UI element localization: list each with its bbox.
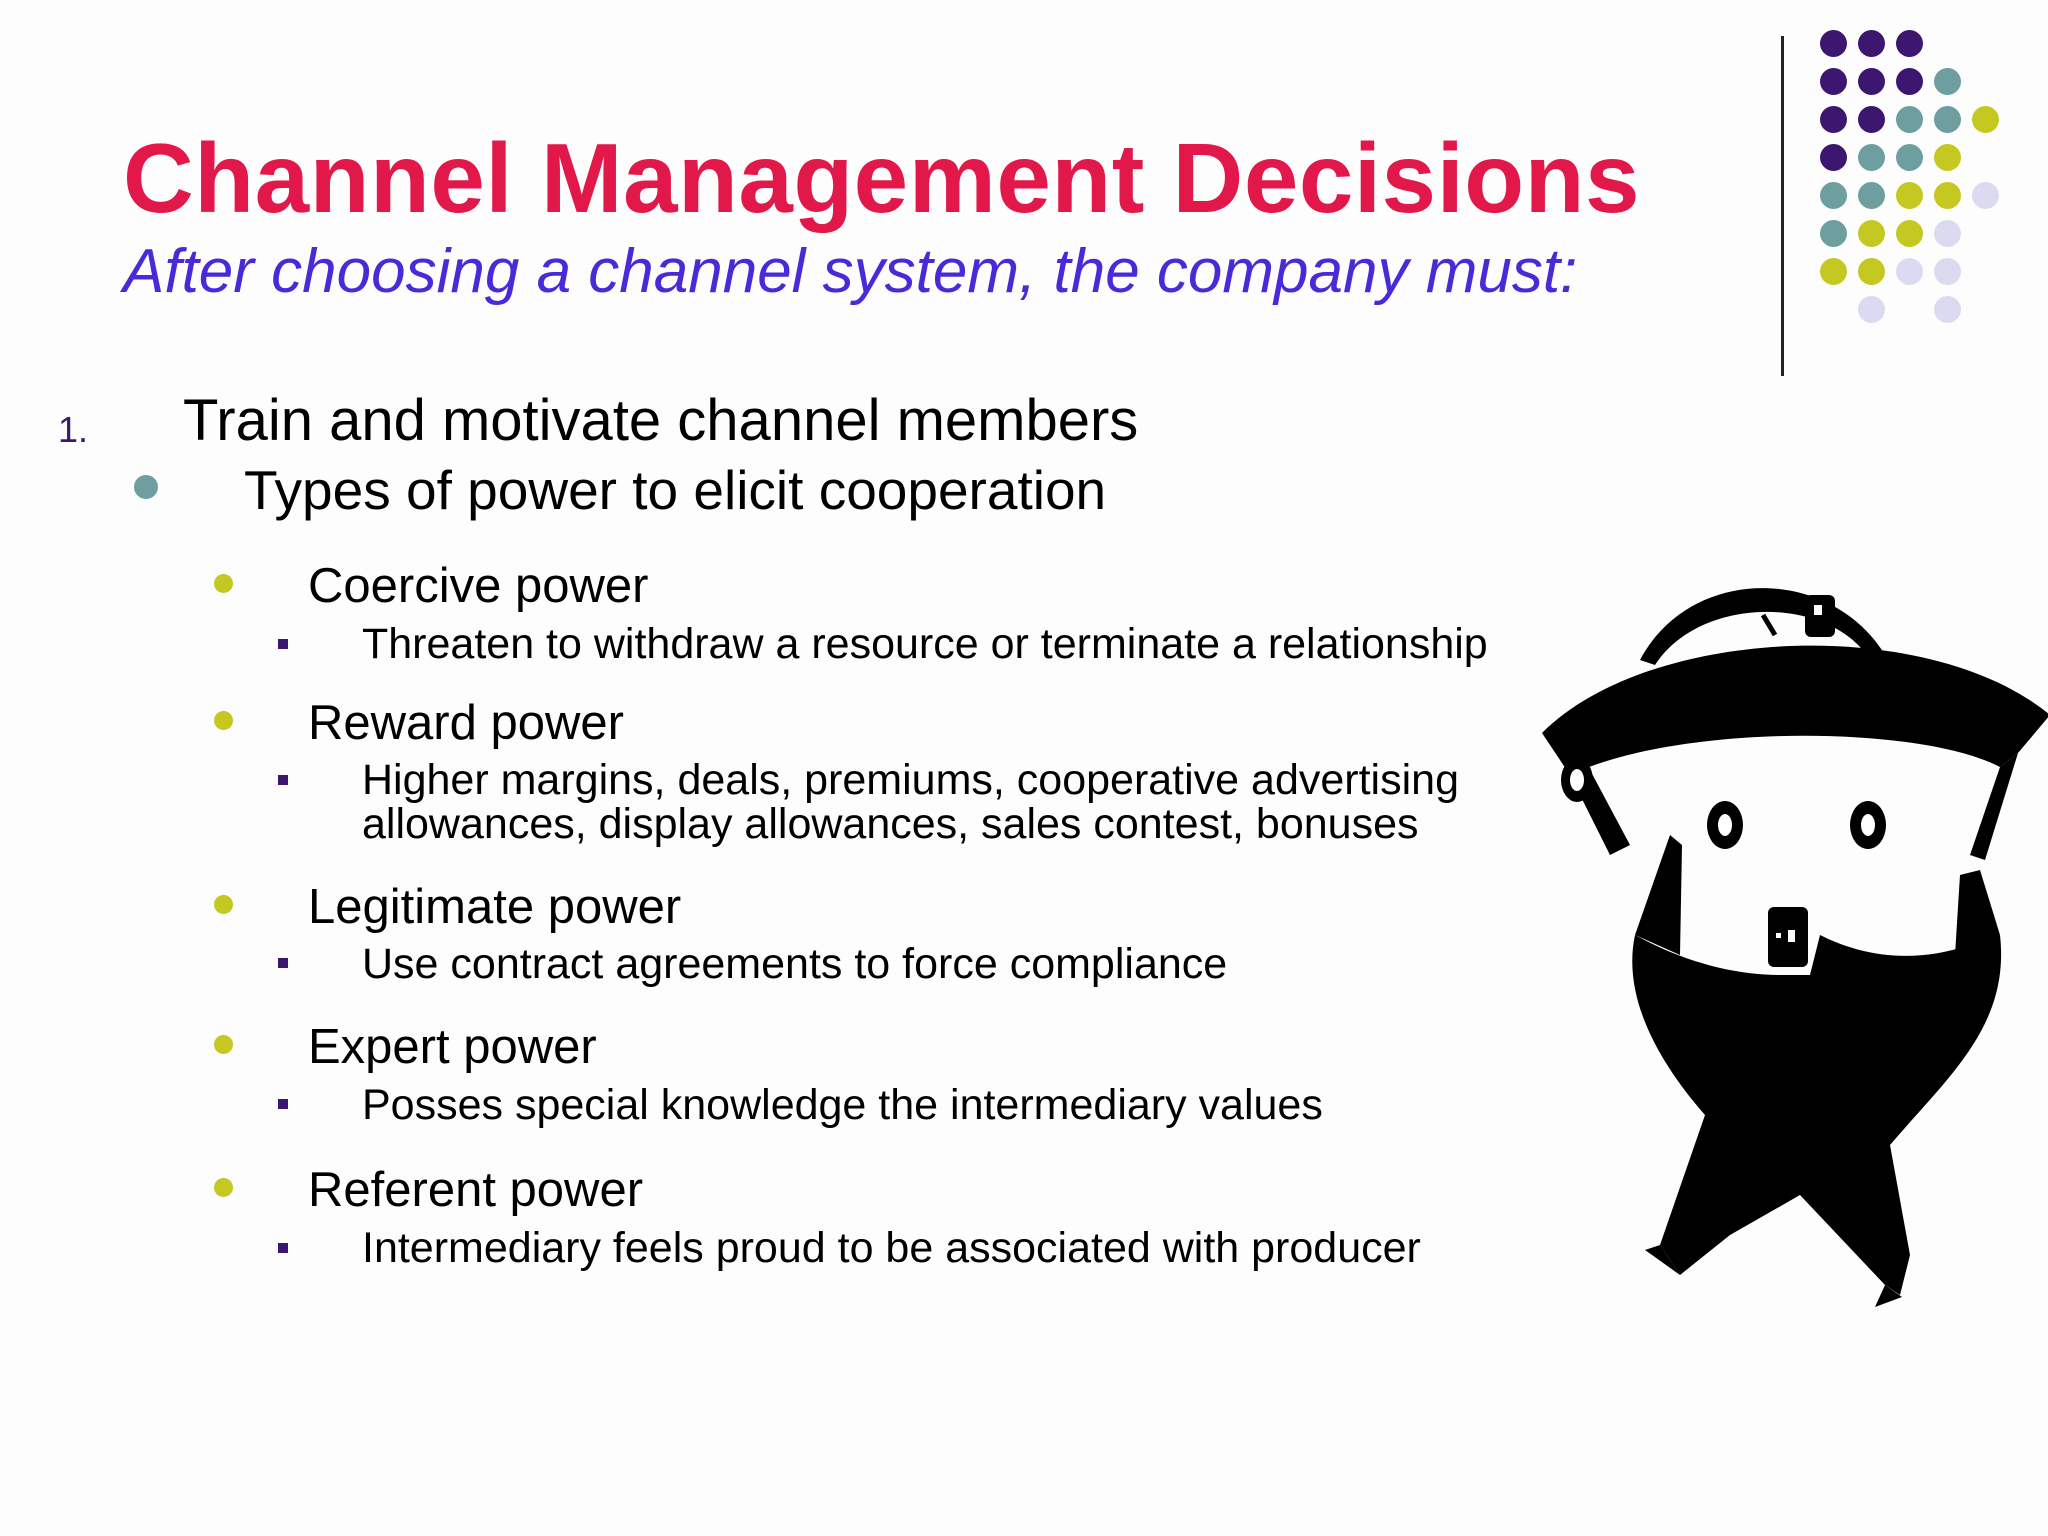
dot (1858, 68, 1885, 95)
lime-bullet-icon (214, 574, 233, 593)
dot (1858, 144, 1885, 171)
power-name: Legitimate power (308, 880, 682, 934)
dot (1896, 144, 1923, 171)
dot (1820, 68, 1847, 95)
level2-item-text: Types of power to elicit cooperation (244, 459, 1107, 521)
power-detail: allowances, display allowances, sales co… (362, 800, 1419, 848)
level1-item-text: Train and motivate channel members (183, 388, 1139, 453)
dot (1896, 106, 1923, 133)
dot (1858, 296, 1885, 323)
dot (1934, 182, 1961, 209)
dot (1896, 220, 1923, 247)
dot (1858, 106, 1885, 133)
dot (1972, 182, 1999, 209)
dot (1858, 258, 1885, 285)
power-detail: Higher margins, deals, premiums, coopera… (362, 756, 1459, 804)
dot (1858, 30, 1885, 57)
dot (1820, 144, 1847, 171)
dot (1820, 220, 1847, 247)
square-bullet-icon (278, 958, 288, 968)
dot (1934, 258, 1961, 285)
dot (1858, 182, 1885, 209)
power-name: Expert power (308, 1020, 597, 1074)
dot (1820, 182, 1847, 209)
power-name: Referent power (308, 1163, 644, 1217)
dot (1896, 182, 1923, 209)
dot (1820, 106, 1847, 133)
lime-bullet-icon (214, 711, 233, 730)
power-name: Coercive power (308, 559, 649, 613)
square-bullet-icon (278, 1243, 288, 1253)
power-detail: Intermediary feels proud to be associate… (362, 1224, 1421, 1272)
square-bullet-icon (278, 639, 288, 649)
power-detail: Threaten to withdraw a resource or termi… (362, 620, 1488, 668)
dot (1896, 30, 1923, 57)
dot (1934, 220, 1961, 247)
square-bullet-icon (278, 775, 288, 785)
power-detail: Use contract agreements to force complia… (362, 940, 1228, 988)
dot (1972, 106, 1999, 133)
list-number: 1. (58, 409, 89, 450)
square-bullet-icon (278, 1099, 288, 1109)
dot (1896, 68, 1923, 95)
dot (1820, 30, 1847, 57)
dot (1934, 106, 1961, 133)
dot (1934, 296, 1961, 323)
power-name: Reward power (308, 696, 624, 750)
slide-subtitle: After choosing a channel system, the com… (123, 237, 1578, 306)
title-divider-line (1781, 36, 1784, 376)
slide-title: Channel Management Decisions (123, 123, 1641, 233)
power-detail: Posses special knowledge the intermediar… (362, 1081, 1323, 1129)
dot (1820, 258, 1847, 285)
dot (1934, 144, 1961, 171)
teal-bullet-icon (134, 475, 158, 499)
lime-bullet-icon (214, 895, 233, 914)
dot (1896, 258, 1923, 285)
dot (1858, 220, 1885, 247)
dot (1934, 68, 1961, 95)
person-lifting-hat-illustration (1542, 588, 2048, 1307)
lime-bullet-icon (214, 1035, 233, 1054)
lime-bullet-icon (214, 1178, 233, 1197)
decorative-dot-grid (1820, 30, 2020, 340)
